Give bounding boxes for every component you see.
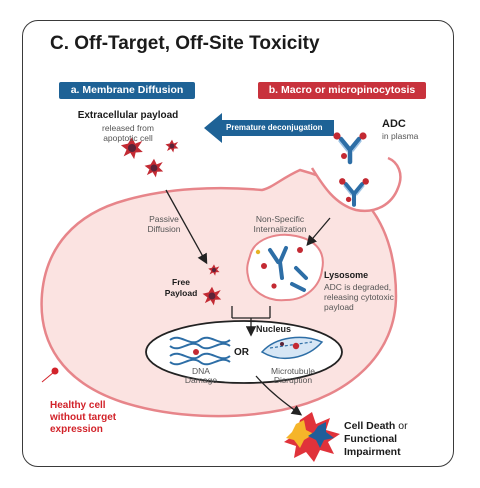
healthy-cell-pointer — [41, 371, 55, 383]
healthy-cell-line3: expression — [50, 424, 103, 435]
dna-damage-line2: Damage — [184, 375, 218, 385]
extracellular-payload-line1: released from — [102, 123, 154, 133]
dna-helix-icon — [169, 336, 231, 366]
outcome-arrow — [255, 375, 303, 416]
premature-deconjugation-label: Premature deconjugation — [226, 123, 323, 132]
lysosome-vesicle — [246, 233, 324, 302]
adc-sublabel: in plasma — [382, 131, 419, 141]
extracellular-payload-heading: Extracellular payload — [77, 110, 179, 121]
nonspecific-line1: Non-Specific — [255, 214, 305, 224]
outcome-line2: Functional — [344, 433, 398, 445]
passive-diffusion-line1: Passive — [149, 214, 179, 224]
or-label: OR — [234, 347, 249, 358]
passive-diffusion-line2: Diffusion — [147, 224, 181, 234]
microtubule-line2: Disruption — [273, 375, 313, 385]
lysosome-line3: payload — [324, 302, 354, 312]
premature-deconjugation-arrow — [204, 113, 334, 143]
adc-label: ADC — [382, 118, 406, 130]
outcome-line1: Cell Death or — [344, 420, 408, 432]
passive-diffusion-arrow — [165, 189, 208, 265]
nucleus-label: Nucleus — [256, 324, 292, 334]
outcome-line3: Impairment — [344, 446, 401, 458]
adc-antibody-icon — [333, 132, 366, 162]
healthy-cell-line2: without target — [50, 412, 117, 423]
cell-death-burst-icon — [284, 412, 340, 462]
page-title: C. Off-Target, Off-Site Toxicity — [50, 33, 320, 54]
healthy-cell-line1: Healthy cell — [50, 400, 106, 411]
microtubule-line1: Microtubule — [271, 366, 315, 376]
convergence-arrow — [231, 306, 271, 332]
endocytic-pocket — [310, 156, 402, 213]
nucleus-ellipse — [145, 320, 343, 384]
free-payload-line1: Free — [172, 277, 190, 287]
outcome-cell-death: Cell Death — [344, 420, 396, 432]
lysosome-contents-icon — [255, 246, 308, 292]
internalization-arrow — [306, 217, 331, 246]
microtubule-icon — [260, 336, 324, 360]
extracellular-payload-line2: apoptotic cell — [103, 133, 153, 143]
membrane-diffusion-tag: a. Membrane Diffusion — [59, 82, 195, 99]
lysosome-line2: releasing cytotoxic — [324, 292, 394, 302]
extracellular-payload-star-2 — [144, 158, 164, 178]
nonspecific-line2: Internalization — [253, 224, 307, 234]
free-payload-line2: Payload — [164, 288, 198, 298]
lysosome-heading: Lysosome — [324, 270, 369, 280]
lysosome-line1: ADC is degraded, — [324, 282, 392, 292]
dna-damage-line1: DNA — [192, 366, 210, 376]
outcome-or: or — [395, 420, 408, 432]
macropinocytosis-tag: b. Macro or micropinocytosis — [258, 82, 426, 99]
